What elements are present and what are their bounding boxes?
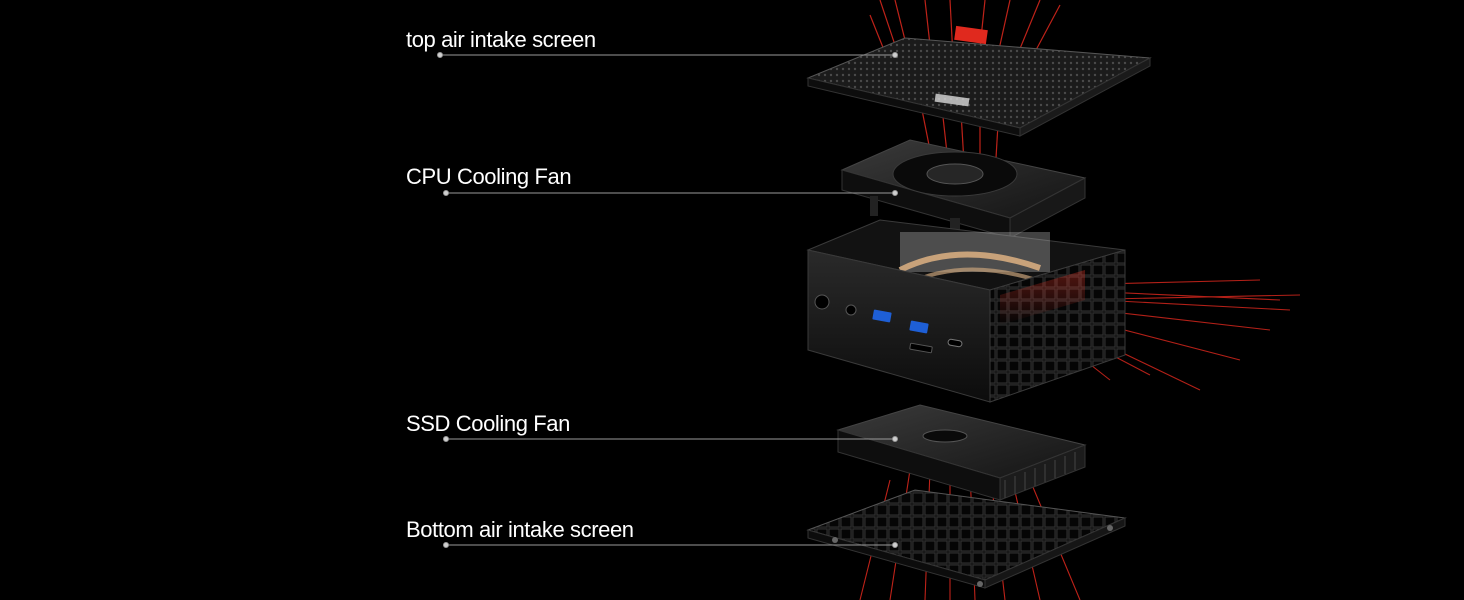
main-chassis bbox=[806, 219, 1126, 403]
bottom-air-intake-screen bbox=[806, 489, 1127, 589]
callout-ssd-cooling-fan: SSD Cooling Fan bbox=[406, 411, 570, 436]
callout-bottom-air-intake-screen: Bottom air intake screen bbox=[406, 517, 634, 542]
leader-lines bbox=[437, 52, 898, 548]
cpu-cooling-fan bbox=[840, 139, 1087, 239]
ssd-cooling-fan bbox=[836, 404, 1087, 501]
top-air-intake-screen bbox=[806, 25, 1152, 137]
callout-top-air-intake-screen: top air intake screen bbox=[406, 27, 596, 52]
callout-cpu-cooling-fan: CPU Cooling Fan bbox=[406, 164, 572, 189]
